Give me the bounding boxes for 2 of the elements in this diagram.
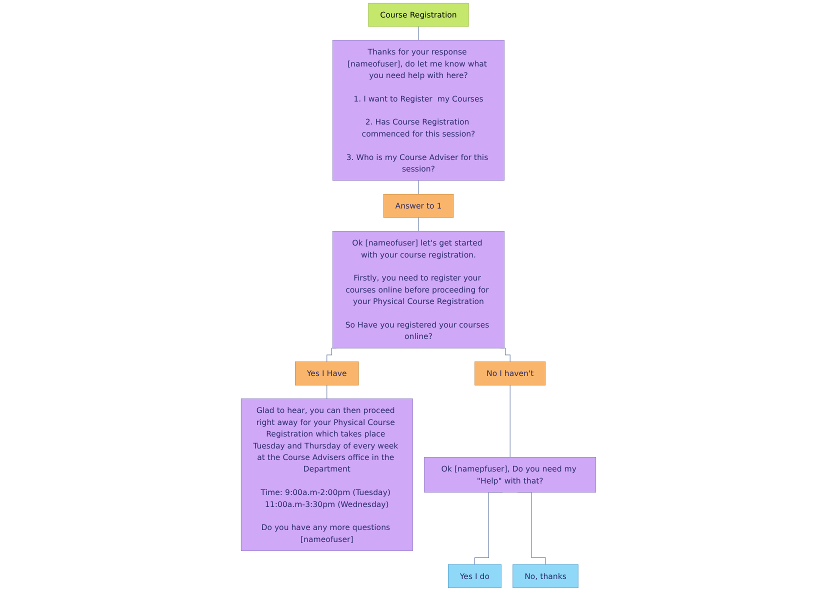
connector <box>509 384 510 458</box>
connector <box>326 384 327 400</box>
